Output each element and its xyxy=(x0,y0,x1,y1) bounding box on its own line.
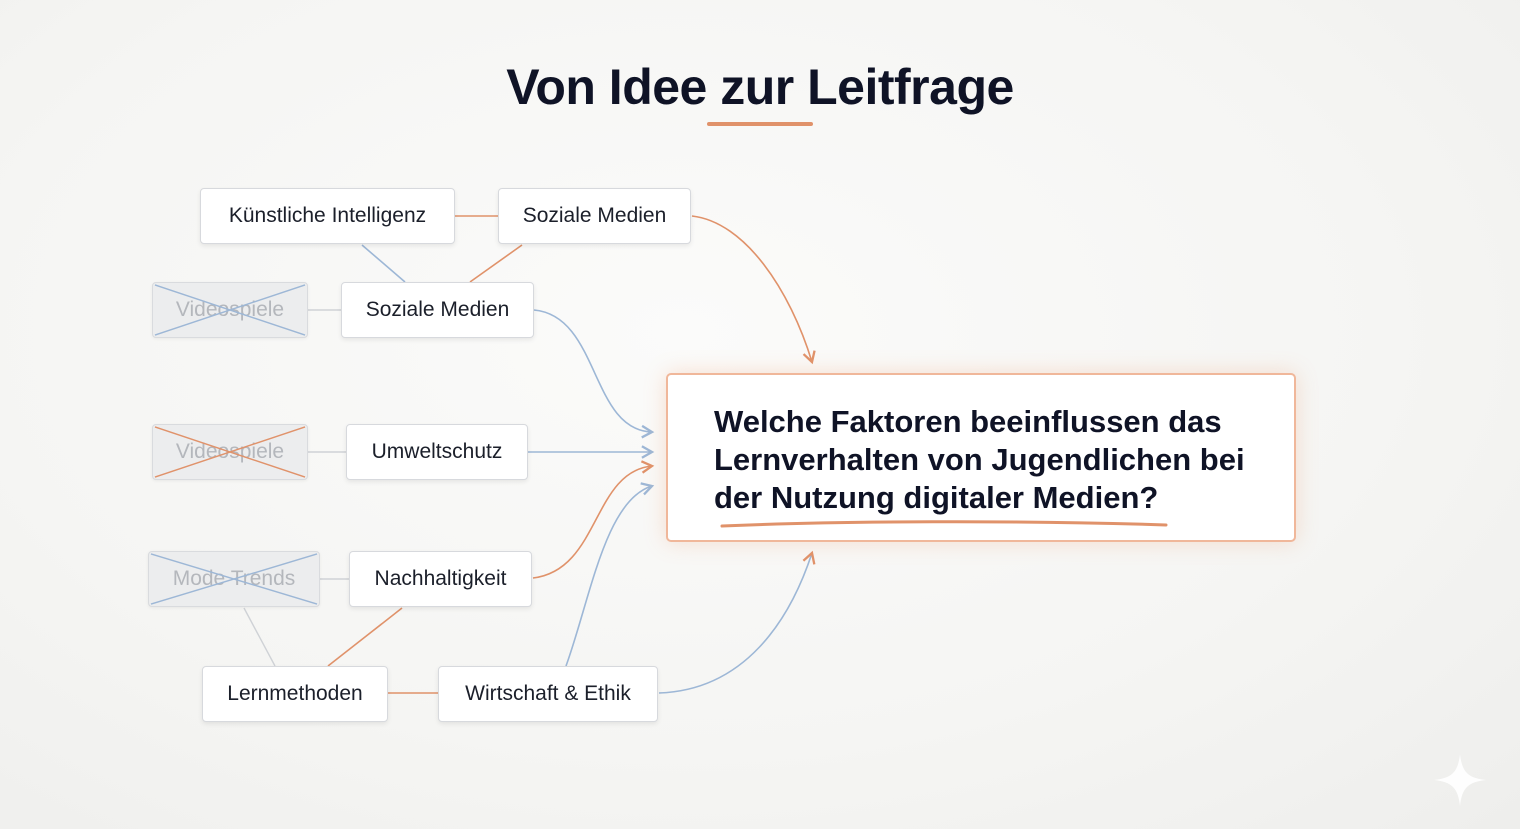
sparkle-icon xyxy=(1434,754,1486,806)
link-nachhaltig-lern xyxy=(327,607,403,667)
node-label: Lernmethoden xyxy=(227,682,363,705)
node-soziale-medien-top: Soziale Medien xyxy=(498,188,691,244)
research-question-box: Welche Faktoren beeinflussen das Lernver… xyxy=(666,373,1296,542)
node-videospiele-crossed-2: Videospiele xyxy=(152,424,308,480)
node-lernmethoden: Lernmethoden xyxy=(202,666,388,722)
arrow-nachhaltigkeit xyxy=(532,460,655,579)
node-label: Wirtschaft & Ethik xyxy=(465,682,631,705)
question-underline xyxy=(720,520,1168,528)
arrow-wirtschaft-top xyxy=(565,482,655,667)
node-label: Soziale Medien xyxy=(522,204,667,227)
cross-out-mark xyxy=(154,284,306,336)
link-ki-soziale-mid xyxy=(361,244,406,283)
research-question-text: Welche Faktoren beeinflussen das Lernver… xyxy=(714,404,1245,515)
node-umweltschutz: Umweltschutz xyxy=(346,424,528,480)
page-title: Von Idee zur Leitfrage xyxy=(506,59,1014,115)
arrow-soziale-top xyxy=(691,215,816,365)
cross-out-mark xyxy=(154,426,306,478)
node-mode-trends-crossed: Mode Trends xyxy=(148,551,320,607)
node-label: Soziale Medien xyxy=(365,298,510,321)
node-soziale-medien-mid: Soziale Medien xyxy=(341,282,534,338)
link-mode-lern xyxy=(243,607,276,667)
cross-out-mark xyxy=(150,553,318,605)
arrow-wirtschaft-right xyxy=(658,550,816,694)
node-nachhaltigkeit: Nachhaltigkeit xyxy=(349,551,532,607)
title-underline xyxy=(707,122,813,126)
node-wirtschaft-ethik: Wirtschaft & Ethik xyxy=(438,666,658,722)
node-label: Nachhaltigkeit xyxy=(374,567,507,590)
node-videospiele-crossed-1: Videospiele xyxy=(152,282,308,338)
arrow-soziale-mid xyxy=(533,309,655,439)
link-soziale-top-mid xyxy=(469,244,523,283)
node-label: Umweltschutz xyxy=(371,440,503,463)
node-kuenstliche-intelligenz: Künstliche Intelligenz xyxy=(200,188,455,244)
node-label: Künstliche Intelligenz xyxy=(228,204,427,227)
